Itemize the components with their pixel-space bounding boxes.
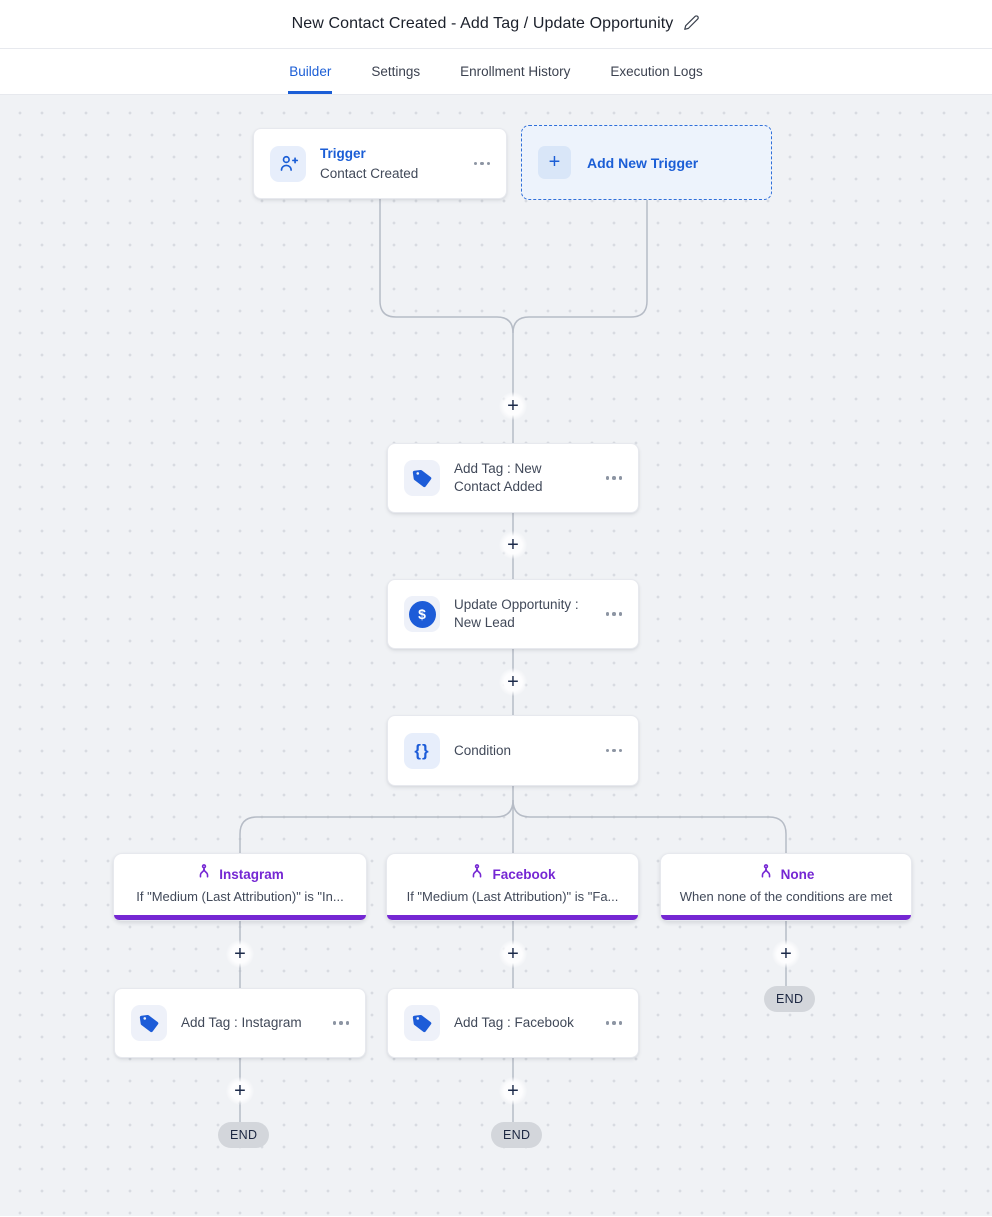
add-tag-instagram-node[interactable]: Add Tag : Instagram	[114, 988, 366, 1058]
node-title: Add Tag : Instagram	[181, 1015, 302, 1031]
node-title: Add Tag : New Contact Added	[454, 461, 543, 494]
branch-accent-bar	[114, 915, 366, 920]
more-options-button[interactable]	[605, 743, 622, 759]
more-options-button[interactable]	[605, 1015, 622, 1031]
end-marker: END	[764, 986, 816, 1012]
more-options-button[interactable]	[605, 470, 622, 486]
more-options-button[interactable]	[332, 1015, 349, 1031]
end-marker: END	[218, 1122, 270, 1148]
tag-icon	[131, 1005, 167, 1041]
pencil-icon	[683, 14, 700, 34]
edit-title-button[interactable]	[683, 14, 700, 34]
tab-bar: Builder Settings Enrollment History Exec…	[0, 49, 992, 95]
branch-condition-text: If "Medium (Last Attribution)" is "In...	[136, 889, 344, 904]
workflow-canvas[interactable]: Trigger Contact Created + Add New Trigge…	[0, 95, 992, 1216]
branch-split-icon	[196, 863, 212, 885]
condition-node[interactable]: {} Condition	[387, 715, 639, 786]
trigger-node-subtitle: Contact Created	[320, 165, 419, 181]
branch-condition-text: When none of the conditions are met	[679, 889, 893, 904]
branch-title: None	[780, 866, 815, 882]
workflow-title: New Contact Created - Add Tag / Update O…	[291, 15, 674, 32]
add-step-button[interactable]: +	[499, 531, 527, 559]
add-step-button[interactable]: +	[499, 668, 527, 696]
contact-plus-icon	[270, 145, 306, 182]
add-step-button[interactable]: +	[226, 1077, 254, 1105]
add-step-button[interactable]: +	[499, 392, 527, 420]
update-opportunity-node[interactable]: $ Update Opportunity : New Lead	[387, 579, 639, 649]
tag-icon	[404, 1005, 440, 1041]
branch-split-icon	[758, 863, 774, 885]
tab-builder[interactable]: Builder	[288, 49, 332, 94]
branch-accent-bar	[387, 915, 638, 920]
dollar-icon: $	[404, 596, 440, 632]
branch-instagram-node[interactable]: Instagram If "Medium (Last Attribution)"…	[113, 853, 367, 921]
branch-title: Facebook	[492, 866, 556, 882]
trigger-node-title: Trigger	[320, 145, 366, 161]
node-title: Add Tag : Facebook	[454, 1015, 574, 1031]
branch-split-icon	[469, 863, 485, 885]
branch-facebook-node[interactable]: Facebook If "Medium (Last Attribution)" …	[386, 853, 639, 921]
branch-condition-text: If "Medium (Last Attribution)" is "Fa...	[406, 889, 619, 904]
end-marker: END	[491, 1122, 543, 1148]
plus-icon: +	[538, 146, 571, 179]
branch-title: Instagram	[219, 866, 284, 882]
branch-accent-bar	[661, 915, 911, 920]
tab-enrollment-history[interactable]: Enrollment History	[460, 64, 571, 79]
add-tag-facebook-node[interactable]: Add Tag : Facebook	[387, 988, 639, 1058]
more-options-button[interactable]	[605, 606, 622, 622]
add-new-trigger-button[interactable]: + Add New Trigger	[521, 125, 772, 200]
workflow-header: New Contact Created - Add Tag / Update O…	[0, 0, 992, 49]
add-step-button[interactable]: +	[226, 940, 254, 968]
tag-icon	[404, 460, 440, 496]
add-step-button[interactable]: +	[499, 940, 527, 968]
add-tag-new-contact-node[interactable]: Add Tag : New Contact Added	[387, 443, 639, 513]
tab-execution-logs[interactable]: Execution Logs	[610, 64, 703, 79]
tab-settings[interactable]: Settings	[371, 64, 421, 79]
branch-none-node[interactable]: None When none of the conditions are met	[660, 853, 912, 921]
node-title: Update Opportunity : New Lead	[454, 597, 579, 630]
node-title: Condition	[454, 742, 512, 758]
trigger-node[interactable]: Trigger Contact Created	[253, 128, 507, 199]
add-new-trigger-label: Add New Trigger	[587, 154, 699, 171]
add-step-button[interactable]: +	[772, 940, 800, 968]
add-step-button[interactable]: +	[499, 1077, 527, 1105]
trigger-more-options-button[interactable]	[473, 156, 490, 172]
braces-icon: {}	[404, 732, 440, 769]
